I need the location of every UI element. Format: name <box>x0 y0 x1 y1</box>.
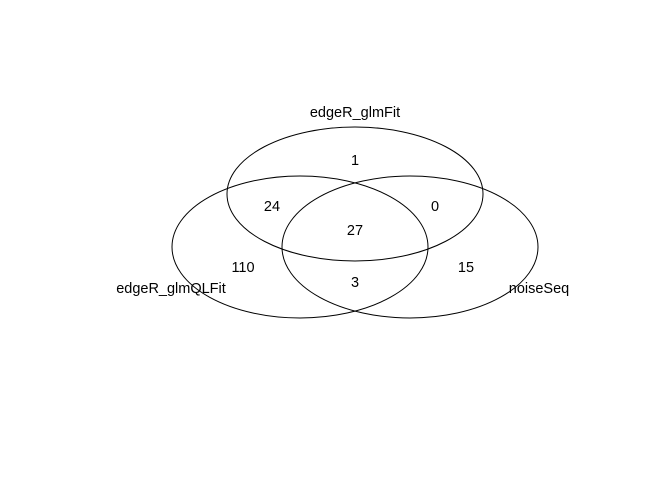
set-label-edgeR-glmQLFit: edgeR_glmQLFit <box>116 281 226 297</box>
set-edgeR-glmQLFit-ellipse <box>171 175 429 319</box>
set-label-noiseSeq: noiseSeq <box>509 281 569 297</box>
region-count-noiseSeq-only: 15 <box>458 260 474 276</box>
set-label-edgeR-glmFit: edgeR_glmFit <box>310 105 400 121</box>
region-count-glmQLFit-only: 110 <box>231 260 254 276</box>
region-count-glmFit-noiseSeq: 0 <box>431 199 439 215</box>
region-count-all-three: 27 <box>347 223 363 239</box>
set-noiseSeq-ellipse <box>281 175 539 319</box>
region-count-glmFit-only: 1 <box>351 153 359 169</box>
region-count-glmFit-glmQLFit: 24 <box>264 199 280 215</box>
set-edgeR-glmFit-ellipse <box>226 126 484 262</box>
region-count-glmQLFit-noiseSeq: 3 <box>351 275 359 291</box>
